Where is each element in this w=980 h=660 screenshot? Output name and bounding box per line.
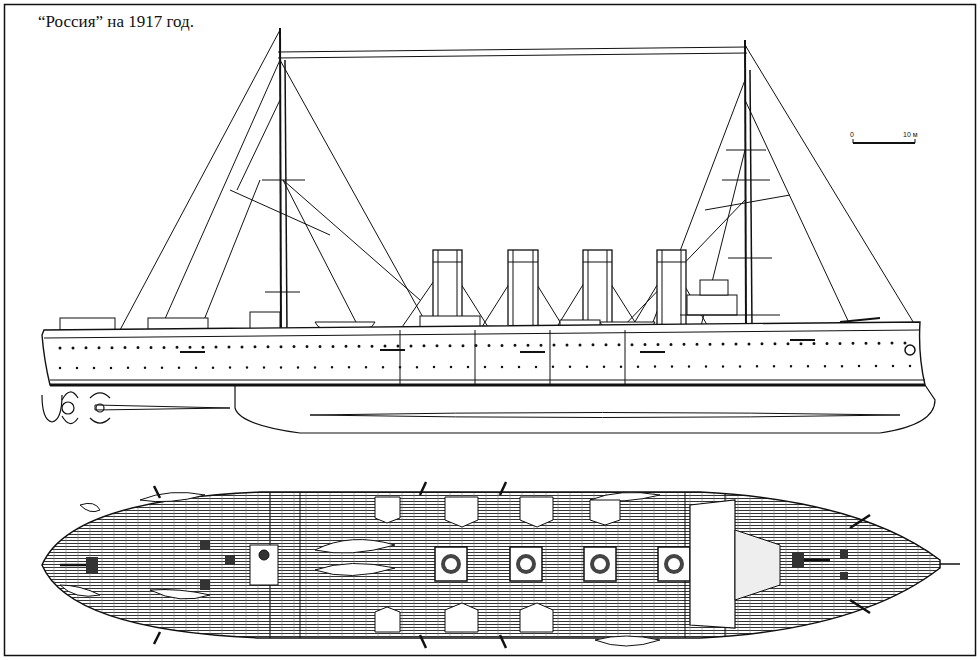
scale-number: 0	[850, 131, 854, 138]
profile-view	[42, 28, 935, 433]
plan-view	[42, 482, 960, 648]
scale-bar	[853, 139, 915, 143]
frame	[5, 5, 976, 656]
drawing-title: “Россия” на 1917 год.	[38, 12, 194, 32]
scale-number: 10 м	[903, 131, 918, 138]
